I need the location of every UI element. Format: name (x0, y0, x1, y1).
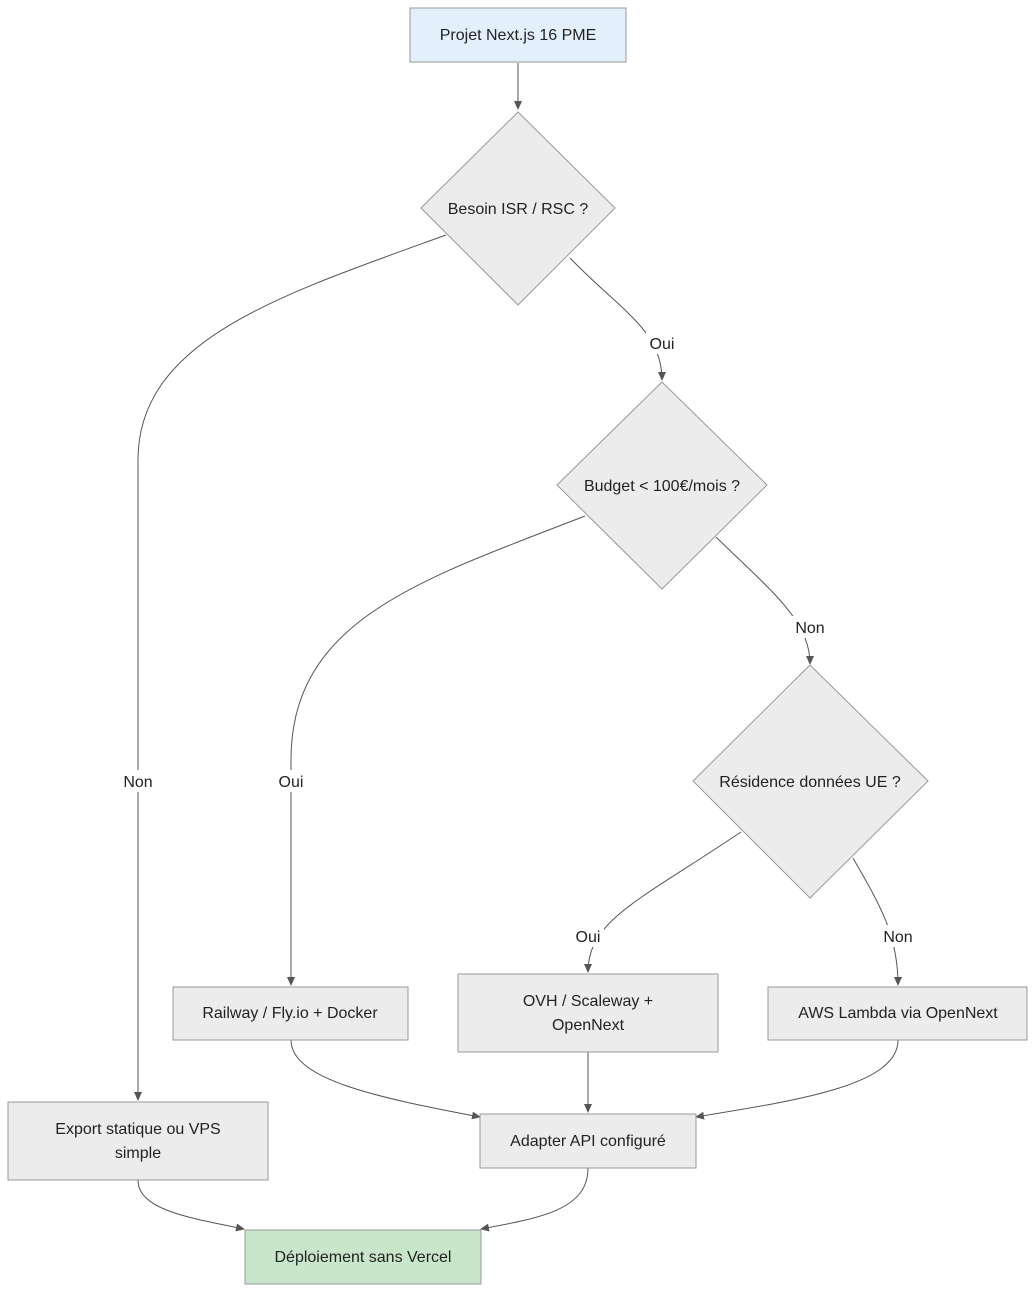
node-end-label: Déploiement sans Vercel (275, 1249, 452, 1266)
node-export-line1: Export statique ou VPS (55, 1121, 220, 1138)
node-export-line2: simple (115, 1145, 161, 1162)
node-start: Projet Next.js 16 PME (409, 7, 627, 63)
node-ovh: OVH / Scaleway + OpenNext (457, 973, 719, 1053)
node-residence-decision: Résidence données UE ? (692, 664, 929, 899)
label-budget-no: Non (795, 620, 824, 637)
edge-isr-no (134, 234, 447, 1101)
edge-residence-no (852, 857, 902, 986)
node-isr-label: Besoin ISR / RSC ? (448, 201, 589, 218)
edge-isr-yes (569, 257, 666, 381)
node-adapter: Adapter API configuré (479, 1113, 697, 1169)
edge-export-to-end (137, 1179, 245, 1232)
node-export: Export statique ou VPS simple (7, 1101, 269, 1181)
node-aws: AWS Lambda via OpenNext (767, 986, 1028, 1041)
label-isr-no: Non (123, 774, 152, 791)
label-budget-yes: Oui (279, 774, 304, 791)
node-adapter-label: Adapter API configuré (510, 1133, 666, 1150)
node-ovh-line2: OpenNext (552, 1017, 625, 1034)
edge-budget-no (715, 536, 814, 665)
edge-aws-to-adapter (695, 1039, 899, 1120)
node-aws-label: AWS Lambda via OpenNext (798, 1005, 998, 1022)
node-ovh-line1: OVH / Scaleway + (523, 993, 653, 1010)
nodes: Projet Next.js 16 PME Besoin ISR / RSC ?… (7, 7, 1028, 1285)
node-railway-label: Railway / Fly.io + Docker (202, 1005, 378, 1022)
node-residence-label: Résidence données UE ? (719, 774, 901, 791)
node-start-label: Projet Next.js 16 PME (440, 27, 597, 44)
edge-budget-yes (287, 515, 586, 986)
node-isr-decision: Besoin ISR / RSC ? (420, 111, 616, 306)
edges (134, 63, 902, 1232)
edge-railway-to-adapter (290, 1039, 481, 1120)
edge-labels: Oui Non Oui Non Oui Non (120, 332, 916, 947)
label-residence-yes: Oui (576, 929, 601, 946)
node-budget-decision: Budget < 100€/mois ? (556, 381, 768, 590)
node-railway: Railway / Fly.io + Docker (172, 986, 409, 1041)
edge-adapter-to-end (480, 1167, 589, 1232)
label-isr-yes: Oui (650, 336, 675, 353)
node-end: Déploiement sans Vercel (244, 1229, 482, 1285)
edge-residence-yes (584, 831, 742, 973)
node-budget-label: Budget < 100€/mois ? (584, 478, 740, 495)
label-residence-no: Non (883, 929, 912, 946)
